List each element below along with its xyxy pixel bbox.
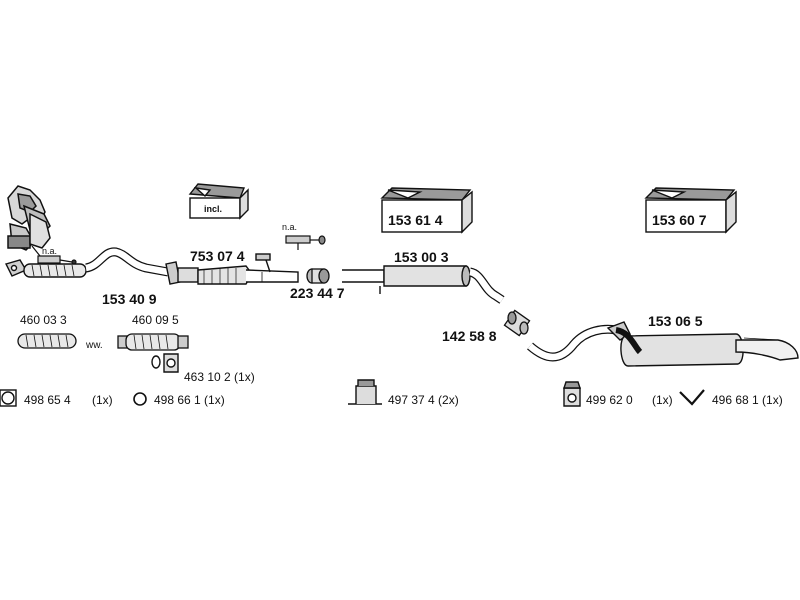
rubber-ring-square-icon [0, 389, 17, 407]
kit-box-153607 [644, 187, 737, 234]
part-number-460033: 460 03 3 [20, 313, 67, 327]
accessory-499620-qty: (1x) [652, 393, 673, 407]
box-part-number-153614: 153 61 4 [388, 212, 443, 228]
catalytic-converter [177, 253, 299, 285]
na-label-manifold: n.a. [42, 246, 57, 256]
accessory-498654: 498 65 4 [24, 393, 71, 407]
manifold-sensor [31, 245, 77, 265]
accessory-463102: 463 10 2 (1x) [184, 370, 255, 384]
accessory-499620: 499 62 0 [586, 393, 633, 407]
mounting-bracket-icon [348, 379, 382, 405]
flex-pipe-460095 [117, 333, 189, 351]
rubber-mount-icon [563, 381, 581, 407]
front-pipe [4, 247, 181, 285]
part-number-142588: 142 58 8 [442, 328, 497, 344]
accessory-498661: 498 66 1 (1x) [154, 393, 225, 407]
box-part-number-153607: 153 60 7 [652, 212, 707, 228]
flex-pipe-460033 [17, 333, 77, 349]
incl-label: incl. [204, 204, 222, 214]
accessory-497374: 497 37 4 (2x) [388, 393, 459, 407]
part-number-223447: 223 44 7 [290, 285, 345, 301]
accessory-498654-qty: (1x) [92, 393, 113, 407]
rubber-ring-icon [133, 392, 147, 406]
rear-silencer [527, 321, 799, 367]
pipe-clamp-223447 [306, 268, 330, 284]
hanger-y-icon [679, 389, 705, 406]
part-number-460095: 460 09 5 [132, 313, 179, 327]
oxygen-sensor [285, 235, 326, 250]
part-number-153409: 153 40 9 [102, 291, 157, 307]
part-number-153003: 153 00 3 [394, 249, 449, 265]
incl-kit-box [188, 183, 249, 220]
gasket-icon [151, 353, 179, 373]
kit-box-153614 [380, 187, 473, 234]
accessory-496681: 496 68 1 (1x) [712, 393, 783, 407]
pipe-clamp-142588 [503, 309, 531, 337]
exhaust-manifold [7, 185, 51, 251]
part-number-153065: 153 06 5 [648, 313, 703, 329]
na-label-sensor: n.a. [282, 222, 297, 232]
centre-silencer [342, 265, 505, 304]
part-number-753074: 753 07 4 [190, 248, 245, 264]
ww-label: ww. [85, 340, 103, 351]
